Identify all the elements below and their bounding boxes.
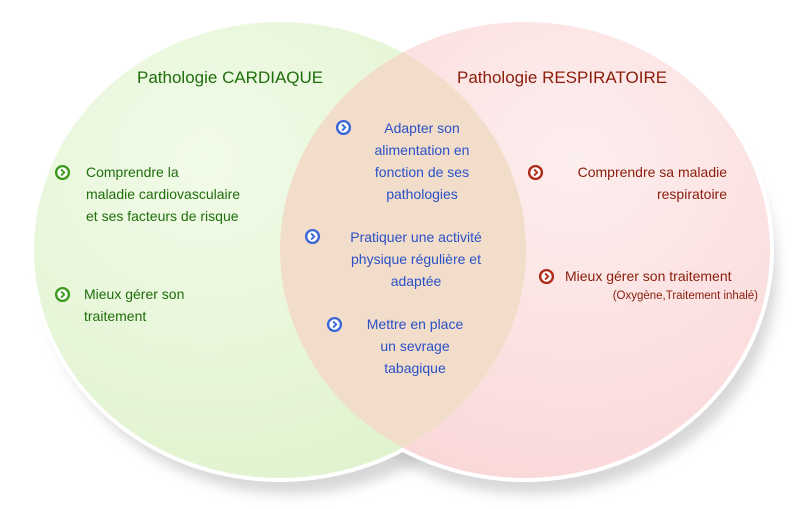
common-item-line: adaptée <box>390 273 442 289</box>
chevron-circle-right-icon <box>54 164 71 181</box>
cardiac-item-line: traitement <box>84 308 147 324</box>
respiratory-item-note: (Oxygène,Traitement inhalé) <box>612 290 758 302</box>
respiratory-title: Pathologie RESPIRATOIRE <box>457 68 668 87</box>
cardiac-item-line: Mieux gérer son <box>84 286 185 302</box>
cardiac-item-line: maladie cardiovasculaire <box>86 186 241 202</box>
common-item-activity: Pratiquer une activité physique régulièr… <box>304 226 504 292</box>
common-item-diet: Adapter son alimentation en fonction de … <box>333 117 503 205</box>
cardiac-item-treatment: Mieux gérer son traitement <box>54 283 274 327</box>
respiratory-item-treatment: Mieux gérer son traitement (Oxygène,Trai… <box>538 265 758 305</box>
respiratory-item-understand: Comprendre sa maladie respiratoire <box>527 161 727 205</box>
cardiac-item-line: Comprendre la <box>86 164 179 180</box>
chevron-circle-right-icon <box>538 268 555 285</box>
common-item-smoking: Mettre en place un sevrage tabagique <box>326 313 486 379</box>
respiratory-item-line: respiratoire <box>656 186 727 202</box>
common-item-line: fonction de ses <box>374 164 470 180</box>
cardiac-item-line: et ses facteurs de risque <box>86 208 239 224</box>
respiratory-item-line: Mieux gérer son traitement <box>565 268 732 284</box>
common-item-line: Mettre en place <box>366 316 464 332</box>
respiratory-item-line: Comprendre sa maladie <box>577 164 727 180</box>
cardiac-title: Pathologie CARDIAQUE <box>137 68 324 87</box>
common-item-line: Adapter son <box>384 120 460 136</box>
common-item-line: physique régulière et <box>351 251 481 267</box>
chevron-circle-right-icon <box>326 316 343 333</box>
overlap-region <box>280 22 526 478</box>
chevron-circle-right-icon <box>335 119 352 136</box>
common-item-line: un sevrage <box>380 338 450 354</box>
common-item-line: tabagique <box>384 360 446 376</box>
chevron-circle-right-icon <box>304 228 321 245</box>
chevron-circle-right-icon <box>54 286 71 303</box>
common-item-line: Pratiquer une activité <box>350 229 482 245</box>
common-item-line: alimentation en <box>374 142 470 158</box>
common-item-line: pathologies <box>386 186 458 202</box>
cardiac-item-understand: Comprendre la maladie cardiovasculaire e… <box>54 161 294 227</box>
chevron-circle-right-icon <box>527 164 544 181</box>
